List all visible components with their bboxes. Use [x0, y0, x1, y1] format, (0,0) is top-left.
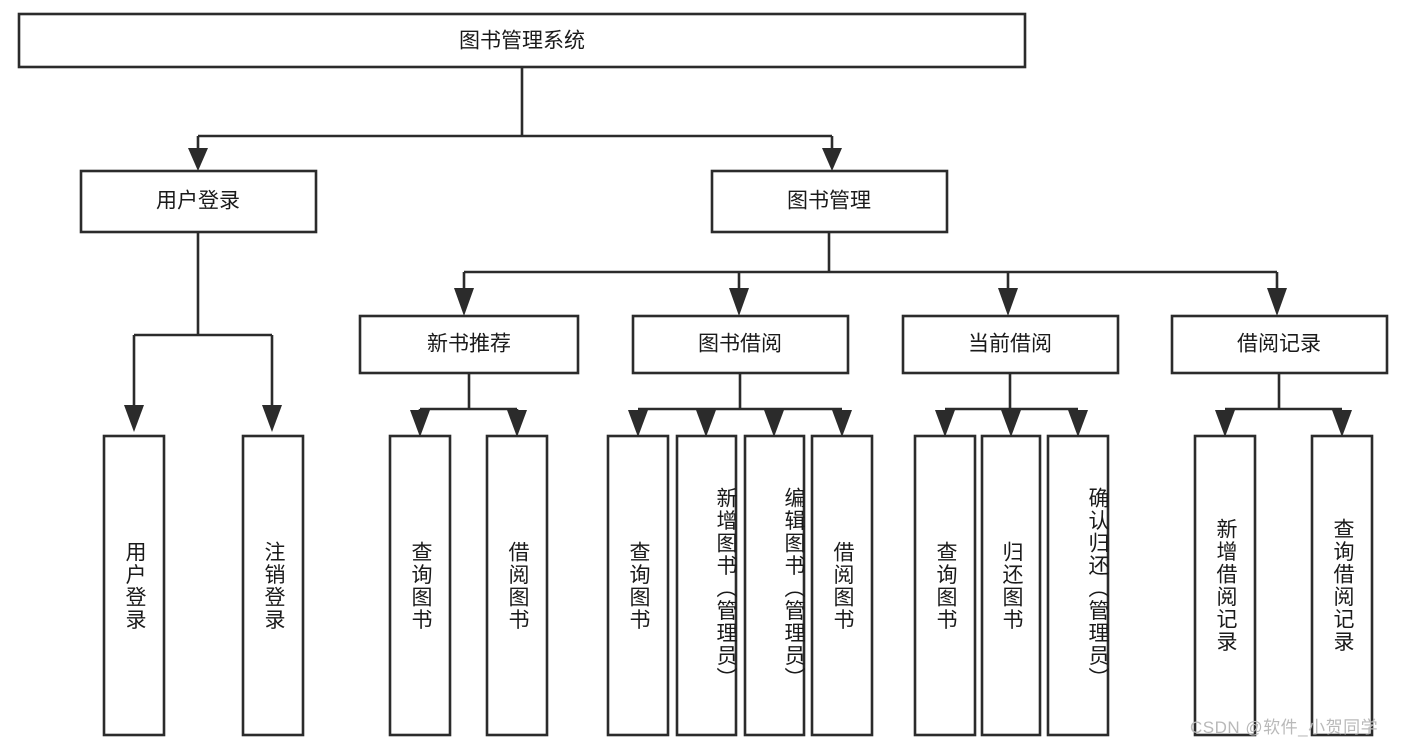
current-borrow-box[interactable]: [901, 314, 1120, 375]
arrow-to-leaf-confirm-return: [1068, 410, 1088, 437]
node-current-borrow[interactable]: 当前借阅: [901, 314, 1120, 375]
node-book-management[interactable]: 图书管理: [710, 169, 949, 234]
arrow-to-borrow-record: [1267, 288, 1287, 316]
arrow-to-user-login: [188, 148, 208, 171]
leaf-box-logout[interactable]: [241, 434, 305, 737]
node-new-book-recommend[interactable]: 新书推荐: [358, 314, 580, 375]
leaf-box-user-login[interactable]: [102, 434, 166, 737]
leaf-box-add-book[interactable]: [675, 434, 738, 737]
arrow-to-leaf-query-record: [1332, 410, 1352, 437]
leaf-box-add-record[interactable]: [1193, 434, 1257, 737]
arrow-to-book-management: [822, 148, 842, 171]
leaf-box-borrow-book-2[interactable]: [810, 434, 874, 737]
arrow-to-leaf-logout: [262, 405, 282, 432]
arrow-to-leaf-borrow-book-1: [507, 410, 527, 437]
root-label: 图书管理系统: [459, 30, 585, 53]
leaf-box-query-book-2[interactable]: [606, 434, 670, 737]
book-management-box[interactable]: [710, 169, 949, 234]
book-management-label: 图书管理: [787, 190, 871, 213]
leaf-box-borrow-book-1[interactable]: [485, 434, 549, 737]
arrow-to-leaf-edit-book: [764, 410, 784, 437]
root-box[interactable]: [17, 12, 1027, 69]
borrow-record-box[interactable]: [1170, 314, 1389, 375]
node-user-login[interactable]: 用户登录: [79, 169, 318, 234]
new-book-recommend-label: 新书推荐: [427, 333, 511, 356]
arrow-to-leaf-query-book-1: [410, 410, 430, 437]
leaf-box-edit-book[interactable]: [743, 434, 806, 737]
arrow-to-leaf-borrow-book-2: [832, 410, 852, 437]
arrow-to-new-book-recommend: [454, 288, 474, 316]
leaf-box-return-book[interactable]: [980, 434, 1042, 737]
arrow-to-leaf-return-book: [1001, 410, 1021, 437]
node-root[interactable]: 图书管理系统: [17, 12, 1027, 69]
leaf-box-confirm-return[interactable]: [1046, 434, 1110, 737]
book-borrow-box[interactable]: [631, 314, 850, 375]
arrow-to-current-borrow: [998, 288, 1018, 316]
arrow-to-leaf-query-book-2: [628, 410, 648, 437]
arrow-to-book-borrow: [729, 288, 749, 316]
leaf-box-query-book-1[interactable]: [388, 434, 452, 737]
arrow-to-leaf-add-book: [696, 410, 716, 437]
user-login-label: 用户登录: [156, 190, 240, 213]
book-borrow-label: 图书借阅: [698, 333, 782, 356]
current-borrow-label: 当前借阅: [968, 333, 1052, 356]
arrow-to-leaf-user-login: [124, 405, 144, 432]
new-book-recommend-box[interactable]: [358, 314, 580, 375]
csdn-watermark: CSDN @软件_小贺同学: [1190, 718, 1379, 737]
node-borrow-record[interactable]: 借阅记录: [1170, 314, 1389, 375]
leaf-box-query-book-3[interactable]: [913, 434, 977, 737]
leaf-box-query-record[interactable]: [1310, 434, 1374, 737]
arrow-to-leaf-add-record: [1215, 410, 1235, 437]
arrow-to-leaf-query-book-3: [935, 410, 955, 437]
borrow-record-label: 借阅记录: [1237, 333, 1321, 356]
node-book-borrow[interactable]: 图书借阅: [631, 314, 850, 375]
